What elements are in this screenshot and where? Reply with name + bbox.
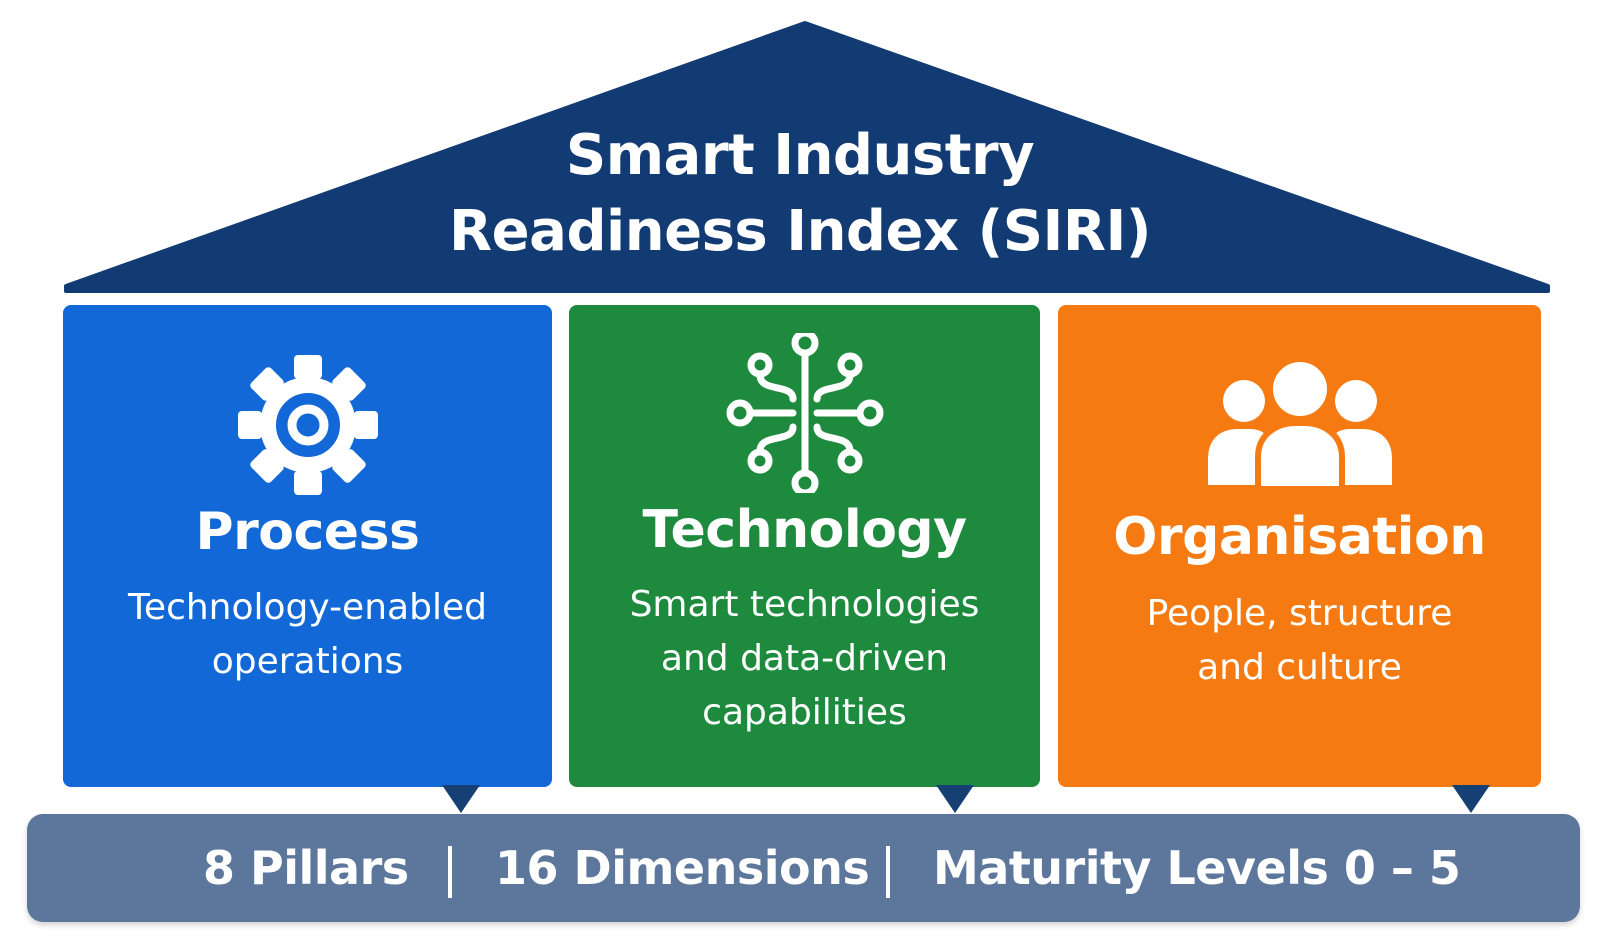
pillar-description-line: and data-driven bbox=[660, 638, 949, 679]
pointer-arrow bbox=[936, 785, 974, 813]
pillar-description: Smart technologies and data-driven capab… bbox=[579, 578, 1030, 740]
base-item-pillars: 8 Pillars bbox=[203, 841, 409, 895]
roof bbox=[64, 21, 1550, 293]
base-item-maturity-levels: Maturity Levels 0 – 5 bbox=[933, 841, 1461, 895]
separator bbox=[448, 846, 452, 898]
pointer-arrow bbox=[442, 785, 480, 813]
pillar-technology: Technology Smart technologies and data-d… bbox=[569, 305, 1040, 787]
title-line-1: Smart Industry bbox=[565, 123, 1035, 188]
separator bbox=[886, 846, 890, 898]
pillar-description-line: and culture bbox=[1197, 647, 1402, 688]
people-group-icon bbox=[1207, 360, 1392, 490]
pillar-title: Process bbox=[195, 502, 420, 562]
roof-shape bbox=[64, 21, 1550, 293]
pillar-description-line: capabilities bbox=[702, 692, 907, 733]
pillar-description-line: Smart technologies bbox=[629, 584, 980, 625]
pillar-description: Technology-enabled operations bbox=[73, 581, 542, 689]
pillar-description-line: People, structure bbox=[1146, 593, 1453, 634]
pillar-organisation: Organisation People, structure and cultu… bbox=[1058, 305, 1541, 787]
pillar-title: Organisation bbox=[1113, 507, 1486, 567]
circuit-icon bbox=[726, 333, 883, 493]
base-bar: 8 Pillars 16 Dimensions Maturity Levels … bbox=[27, 814, 1580, 922]
page-title: Smart Industry Readiness Index (SIRI) bbox=[400, 118, 1200, 270]
gear-icon bbox=[237, 355, 378, 495]
pillar-description-line: operations bbox=[211, 641, 404, 682]
title-line-2: Readiness Index (SIRI) bbox=[449, 199, 1151, 264]
pointer-arrow bbox=[1452, 785, 1490, 813]
pillar-description: People, structure and culture bbox=[1068, 587, 1531, 695]
base-item-dimensions: 16 Dimensions bbox=[495, 841, 870, 895]
pillar-title: Technology bbox=[642, 500, 967, 560]
pillar-process: Process Technology-enabled operations bbox=[63, 305, 552, 787]
pillar-description-line: Technology-enabled bbox=[128, 587, 487, 628]
